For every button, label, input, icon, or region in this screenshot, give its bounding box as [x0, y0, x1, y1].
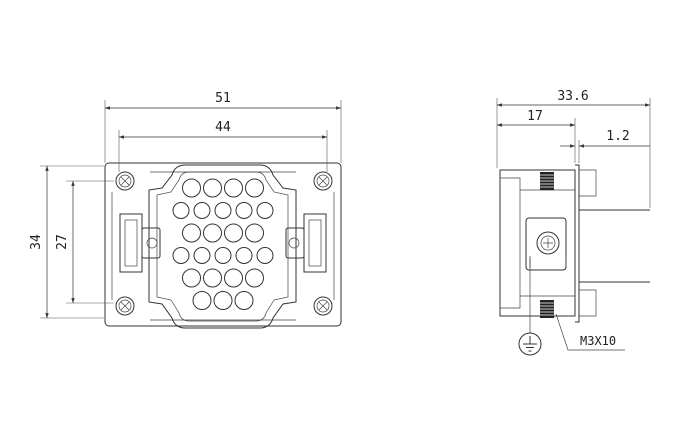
thread-bottom: [540, 300, 554, 318]
contact-hole: [203, 178, 222, 198]
contact-hole: [245, 268, 264, 288]
latch-right: [285, 213, 327, 273]
contact-hole: [256, 202, 274, 219]
contact-hole: [214, 202, 232, 219]
contact-hole: [224, 178, 243, 198]
contact-hole: [235, 247, 253, 264]
ground-icon: [518, 332, 542, 356]
contact-hole: [234, 291, 254, 310]
ground-clamp: [525, 217, 567, 271]
dim-mounting-height: 27: [55, 234, 70, 250]
dim-mounting-width: 44: [215, 120, 231, 135]
contact-hole: [245, 178, 264, 198]
contact-hole: [224, 223, 243, 243]
latch-left: [119, 213, 161, 273]
screw-label: M3X10: [580, 334, 616, 348]
contact-hole: [172, 202, 190, 219]
contact-hole: [235, 202, 253, 219]
contact-hole: [203, 268, 222, 288]
contact-hole: [193, 247, 211, 264]
contact-hole: [192, 291, 212, 310]
dim-front: 17: [527, 109, 543, 124]
screw-bottom-left-icon: [115, 296, 135, 316]
insert-housing: [148, 164, 297, 329]
screw-top-right-icon: [313, 171, 333, 191]
dim-depth: 33.6: [557, 89, 588, 104]
contact-holes: [172, 178, 274, 310]
contact-hole: [214, 247, 232, 264]
contact-hole: [213, 291, 233, 310]
dim-flange: 1.2: [606, 129, 629, 144]
contact-hole: [182, 268, 201, 288]
front-view: 51 44 34 27: [29, 91, 342, 329]
contact-hole: [172, 247, 190, 264]
contact-hole: [193, 202, 211, 219]
screw-bottom-right-icon: [313, 296, 333, 316]
side-view: M3X10 33.6 17 1.2: [496, 89, 651, 356]
dim-overall-width: 51: [215, 91, 231, 106]
screw-top-left-icon: [115, 171, 135, 191]
outer-flange: [104, 162, 342, 327]
side-body: [499, 169, 576, 317]
thread-top: [540, 172, 554, 190]
contact-hole: [182, 178, 201, 198]
contact-hole: [256, 247, 274, 264]
contact-hole: [224, 268, 243, 288]
dim-overall-height: 34: [29, 234, 44, 250]
contact-hole: [203, 223, 222, 243]
contact-hole: [182, 223, 201, 243]
contact-hole: [245, 223, 264, 243]
